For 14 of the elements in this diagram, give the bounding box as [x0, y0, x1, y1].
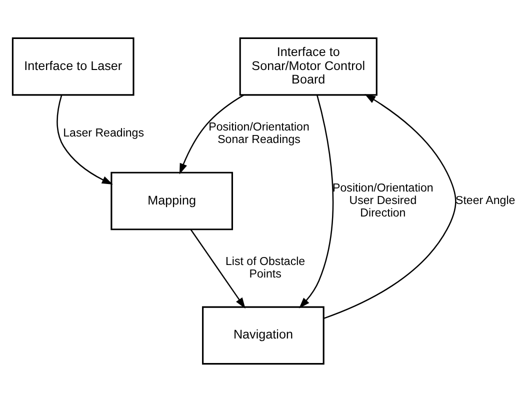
edge-label: Position/Orientation User Desired Direction: [332, 182, 434, 220]
edge-label: Steer Angle: [456, 194, 516, 207]
arrow: [324, 94, 456, 319]
arrow: [179, 94, 244, 174]
node-box: Interface to Sonar/Motor Control Board: [239, 37, 378, 96]
edge-label: Laser Readings: [63, 128, 144, 140]
node-box: Interface to Laser: [12, 37, 134, 96]
arrow: [190, 229, 246, 309]
node-box: Mapping: [110, 172, 234, 230]
arrow: [56, 94, 113, 185]
node-box: Navigation: [202, 306, 324, 365]
arrow: [299, 95, 334, 308]
edge-label: List of Obstacle Points: [226, 256, 306, 280]
edge-label: Position/Orientation Sonar Readings: [208, 121, 310, 146]
